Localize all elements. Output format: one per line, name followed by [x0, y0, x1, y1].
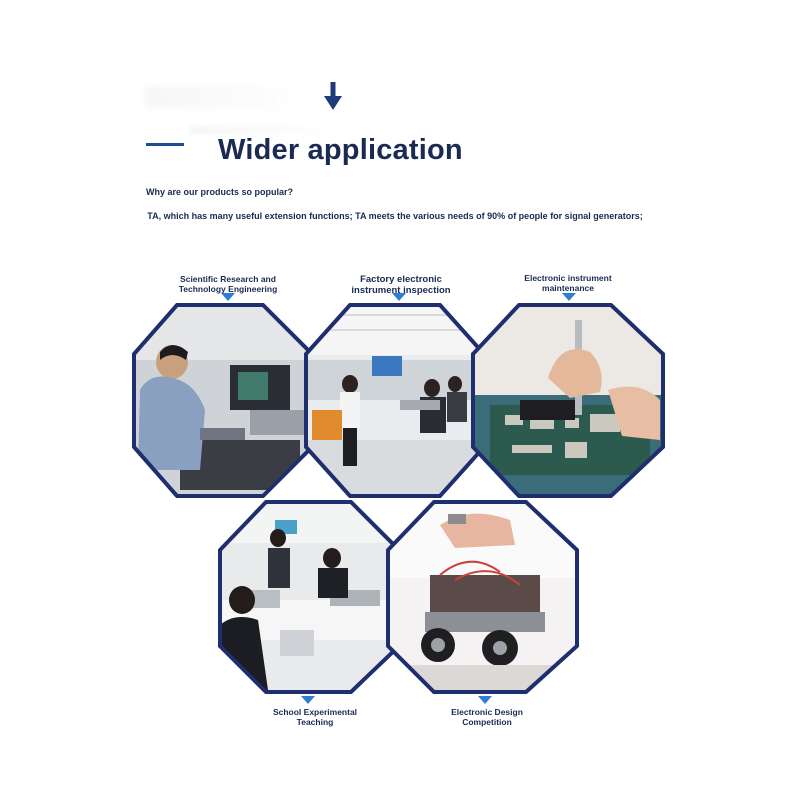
- intro-description: TA, which has many useful extension func…: [147, 211, 643, 221]
- pointer-triangle-icon: [478, 696, 492, 704]
- page-title: Wider application: [218, 134, 463, 166]
- title-accent-bar: [146, 143, 184, 146]
- intro-question: Why are our products so popular?: [146, 187, 294, 197]
- pointer-triangle-icon: [301, 696, 315, 704]
- down-arrow-icon: [324, 82, 342, 110]
- classroom-lab-photo: [220, 502, 399, 692]
- pointer-triangle-icon: [221, 293, 235, 301]
- faded-subheader-text: [190, 126, 340, 134]
- pointer-triangle-icon: [562, 293, 576, 301]
- faded-header-text: [145, 86, 315, 108]
- pointer-triangle-icon: [392, 293, 406, 301]
